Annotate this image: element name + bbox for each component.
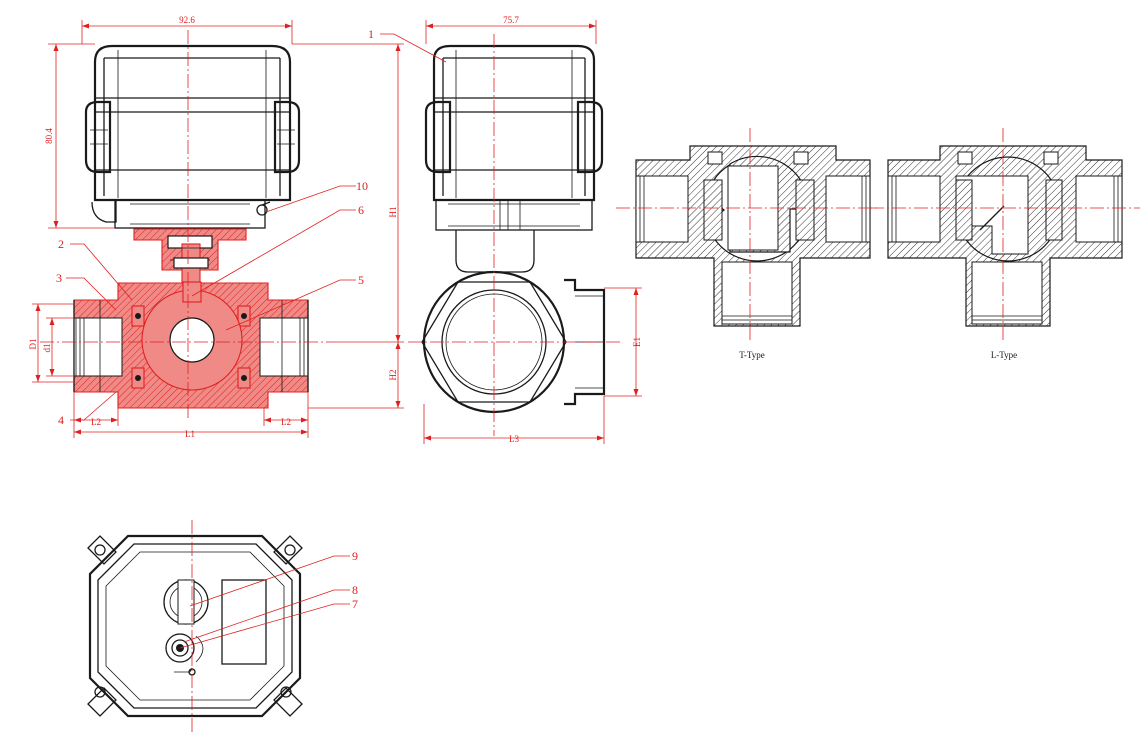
part-number-3: 3 [56, 271, 62, 285]
actuator-side [424, 44, 604, 273]
dim-width-top: 92.6 [81, 15, 293, 44]
dim-E1: E1 [604, 287, 642, 397]
dim-label-E1: E1 [632, 337, 642, 347]
position-indicator [163, 579, 209, 625]
t-type-section: T-Type [616, 128, 880, 360]
caption-l-type: L-Type [991, 350, 1017, 360]
dim-d1: d1 [42, 317, 74, 377]
part-number-2: 2 [58, 237, 64, 251]
side-view: 75.7 E1 L3 1 [368, 15, 642, 444]
dim-label-92-6: 92.6 [179, 15, 195, 25]
dim-label-L1: L1 [185, 429, 195, 439]
dim-D1: D1 [28, 303, 74, 383]
indicator-window [221, 579, 267, 665]
dim-label-H1: H1 [388, 207, 398, 218]
part-number-10: 10 [356, 179, 368, 193]
dim-L3: L3 [423, 396, 605, 444]
dim-L1: L1 [73, 426, 309, 439]
dim-label-D1: D1 [28, 339, 38, 350]
dim-H2: H2 [308, 341, 404, 409]
manual-override [165, 633, 204, 676]
corner-ears [87, 535, 303, 717]
front-view: 92.6 80.4 H1 H2 [28, 15, 404, 439]
part-number-4: 4 [58, 413, 64, 427]
dim-label-75-7: 75.7 [503, 15, 519, 25]
leader-part-1 [380, 33, 447, 63]
caption-t-type: T-Type [739, 350, 765, 360]
leader-part-7 [179, 603, 350, 649]
part-number-8: 8 [352, 583, 358, 597]
part-leaders-front: 2 3 4 5 6 10 [56, 179, 368, 427]
actuator-front [84, 44, 301, 229]
part-number-6: 6 [358, 203, 364, 217]
part-number-5: 5 [358, 273, 364, 287]
dim-width-side: 75.7 [425, 15, 597, 44]
dim-label-H2: H2 [388, 370, 398, 381]
top-view: 9 8 7 [87, 520, 358, 732]
valve-body-section [73, 281, 309, 409]
dim-H1: H1 [292, 43, 404, 342]
part-number-9: 9 [352, 549, 358, 563]
leader-part-9 [189, 555, 350, 607]
dim-label-80-4: 80.4 [44, 128, 54, 144]
dim-height-actuator: 80.4 [44, 43, 115, 229]
dim-label-L2-right: L2 [281, 417, 291, 427]
dim-label-L2-left: L2 [91, 417, 101, 427]
part-number-1: 1 [368, 27, 374, 41]
l-type-section: L-Type [870, 128, 1140, 360]
dim-L2-right: L2 [263, 392, 309, 427]
dim-label-L3: L3 [509, 434, 519, 444]
part-number-7: 7 [352, 597, 358, 611]
dim-label-d1: d1 [42, 344, 52, 353]
leader-part-8 [183, 589, 350, 643]
